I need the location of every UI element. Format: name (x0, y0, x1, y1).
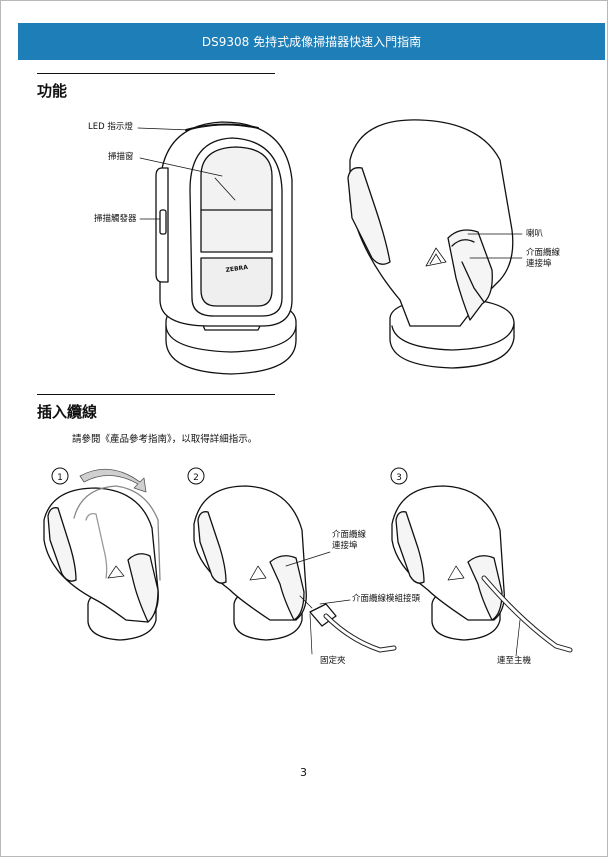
step-3-illustration (390, 467, 573, 653)
header-title: DS9308 免持式成像掃描器快速入門指南 (201, 35, 422, 49)
step-1-illustration (43, 467, 161, 641)
step-number-2: 2 (193, 473, 199, 483)
brand-logo: ZEBRA (225, 264, 248, 274)
label-cable-connector: 介面纜線模組接頭 (352, 594, 421, 604)
step-2-illustration (187, 467, 397, 653)
scanner-rear-view (347, 119, 515, 369)
label-interface-port: 介面纜線 連接埠 (526, 248, 561, 269)
section-title-cable: 插入纜線 (37, 403, 98, 421)
step-number-1: 1 (57, 473, 63, 483)
section-rule-cable (37, 394, 275, 395)
label-scan-window: 掃描窗 (108, 152, 134, 162)
label-retaining-clip: 固定夾 (320, 656, 346, 666)
step-number-3: 3 (396, 473, 402, 483)
label-scan-trigger: 掃描觸發器 (94, 214, 137, 224)
label-speaker: 喇叭 (526, 229, 544, 239)
section-rule-features (37, 73, 275, 74)
header-bar: DS9308 免持式成像掃描器快速入門指南 (18, 23, 605, 60)
page-number: 3 (300, 766, 307, 779)
section-title-features: 功能 (37, 82, 68, 100)
label-led: LED 指示燈 (88, 122, 133, 132)
label-cable-port: 介面纜線 連接埠 (332, 530, 367, 551)
label-to-host: 連至主機 (497, 656, 532, 666)
cable-instructions: 請參閱《產品參考指南》，以取得詳細指示。 (72, 434, 258, 445)
scanner-front-view (155, 121, 297, 375)
